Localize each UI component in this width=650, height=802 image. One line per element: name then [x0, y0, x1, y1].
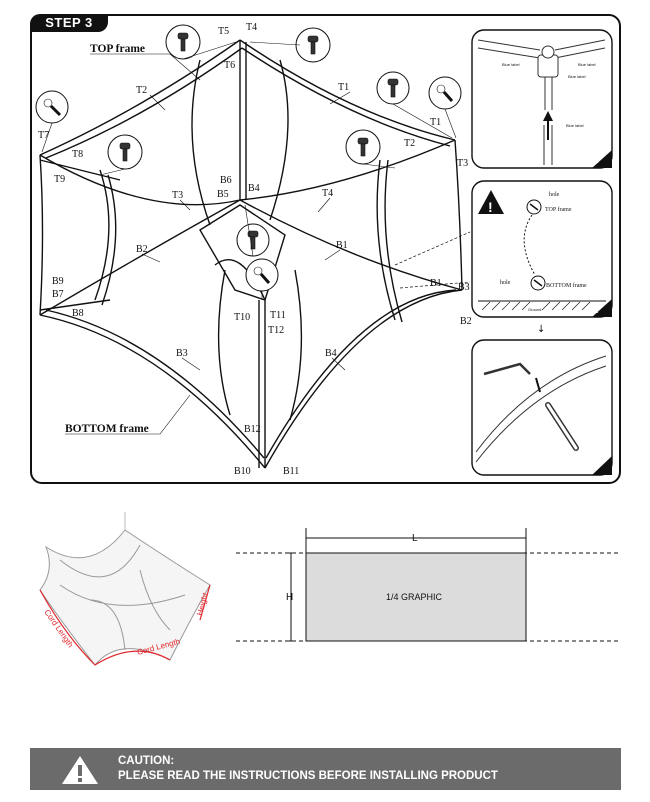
label-t3b: T3 — [457, 158, 468, 169]
part-labels: T5 T4 T6 T2 T1 T1 T2 T3 T7 T8 T9 T3 T4 B… — [38, 22, 472, 477]
label-b1b: B1 — [430, 278, 442, 289]
label-leaders — [65, 53, 351, 435]
detail-panel-1: Blue label Blue label Blue label Blue la… — [471, 29, 613, 169]
label-b8: B8 — [72, 308, 84, 319]
label-t4b: T4 — [322, 188, 333, 199]
label-b7: B7 — [52, 289, 64, 300]
label-b2b: B2 — [460, 316, 472, 327]
bottom-frame-label: BOTTOM frame — [65, 423, 149, 435]
detail2-hole-bottom: hole — [500, 280, 511, 286]
label-b4b: B4 — [325, 348, 337, 359]
label-t12: T12 — [268, 325, 284, 336]
label-t1: T1 — [338, 82, 349, 93]
label-b5: B5 — [217, 189, 229, 200]
detail1-number: 1 — [594, 156, 599, 165]
label-b12: B12 — [244, 424, 261, 435]
label-b4: B4 — [248, 183, 260, 194]
label-t2: T2 — [136, 85, 147, 96]
label-t7: T7 — [38, 130, 49, 141]
detail-panel-2: ! hole TOP frame hole BOTTOM frame Groun… — [471, 180, 613, 335]
label-t2b: T2 — [404, 138, 415, 149]
label-t9: T9 — [54, 174, 65, 185]
label-t1b: T1 — [430, 117, 441, 128]
top-frame-label: TOP frame — [90, 43, 145, 55]
label-b3b: B3 — [458, 282, 470, 293]
svg-text:!: ! — [488, 199, 493, 215]
label-t4: T4 — [246, 22, 257, 33]
detail1-label1: Blue label — [502, 62, 520, 67]
bolt-callouts — [35, 24, 462, 292]
label-t6: T6 — [224, 60, 235, 71]
graphic-label: 1/4 GRAPHIC — [386, 592, 443, 602]
bolt-icons — [43, 32, 454, 284]
label-b6: B6 — [220, 175, 232, 186]
caution-banner: CAUTION: PLEASE READ THE INSTRUCTIONS BE… — [30, 748, 621, 790]
detail1-label3: Blue label — [568, 74, 586, 79]
callout-leaders — [41, 41, 457, 300]
main-frame — [39, 39, 463, 469]
detail1-label4: Blue label — [566, 123, 584, 128]
graphic-dimension-drawing: L H 1/4 GRAPHIC — [236, 528, 620, 642]
detail1-label2: Blue label — [578, 62, 596, 67]
detail2-ground: Ground — [528, 307, 541, 312]
caution-message: PLEASE READ THE INSTRUCTIONS BEFORE INST… — [118, 770, 498, 782]
label-b2: B2 — [136, 244, 148, 255]
label-t11: T11 — [270, 310, 286, 321]
label-b9: B9 — [52, 276, 64, 287]
label-t8: T8 — [72, 149, 83, 160]
detail2-top-frame: TOP frame — [545, 206, 572, 213]
dim-L: L — [412, 533, 418, 544]
dim-H: H — [286, 592, 293, 603]
detail-arrow: ↓ — [537, 324, 545, 335]
label-b10: B10 — [234, 466, 251, 477]
caution-title: CAUTION: — [118, 755, 175, 767]
detail2-number: 2 — [594, 306, 599, 315]
step-badge: STEP 3 — [30, 14, 108, 32]
detail-panel-3: 3 — [471, 339, 613, 476]
detail2-bottom-frame: BOTTOM frame — [546, 282, 587, 289]
warning-icon — [62, 756, 98, 784]
label-b1: B1 — [336, 240, 348, 251]
label-t3: T3 — [172, 190, 183, 201]
label-b11: B11 — [283, 466, 299, 477]
frame-3d-sketch — [39, 512, 211, 666]
label-t10: T10 — [234, 312, 250, 323]
label-t5: T5 — [218, 26, 229, 37]
detail3-number: 3 — [594, 463, 599, 472]
detail2-hole-top: hole — [549, 192, 560, 198]
label-b3: B3 — [176, 348, 188, 359]
